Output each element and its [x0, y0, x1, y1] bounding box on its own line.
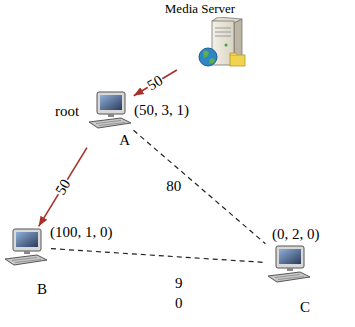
server-node: Media Server — [150, 2, 250, 69]
edge-label: 80 — [165, 178, 182, 195]
computer-node: A — [88, 91, 132, 149]
state-tuple: (50, 3, 1) — [134, 102, 189, 119]
computer-icon — [267, 245, 311, 283]
computer-icon — [4, 228, 48, 266]
icon-graphic — [5, 229, 47, 265]
stream-arrow — [39, 148, 87, 227]
state-tuple: (0, 2, 0) — [272, 226, 320, 243]
edge-label: 50 — [144, 71, 167, 94]
role-label: root — [55, 103, 79, 120]
computer-node: C — [266, 245, 312, 316]
overlay-link — [51, 249, 264, 263]
computer-node: B — [3, 228, 49, 298]
node-label: C — [266, 299, 312, 316]
stream-arrow — [134, 70, 177, 96]
node-label: B — [3, 281, 49, 298]
node-label: A — [88, 132, 132, 149]
node-label: Media Server — [150, 2, 250, 17]
computer-icon — [88, 91, 132, 129]
icon-graphic — [199, 17, 245, 66]
edge-label: 50 — [51, 175, 74, 198]
icon-graphic — [89, 92, 131, 128]
server-icon — [196, 17, 248, 69]
overlay-link — [134, 130, 266, 243]
icon-graphic — [268, 246, 310, 282]
state-tuple: (100, 1, 0) — [50, 224, 113, 241]
edge-label: 9 0 — [173, 273, 184, 314]
